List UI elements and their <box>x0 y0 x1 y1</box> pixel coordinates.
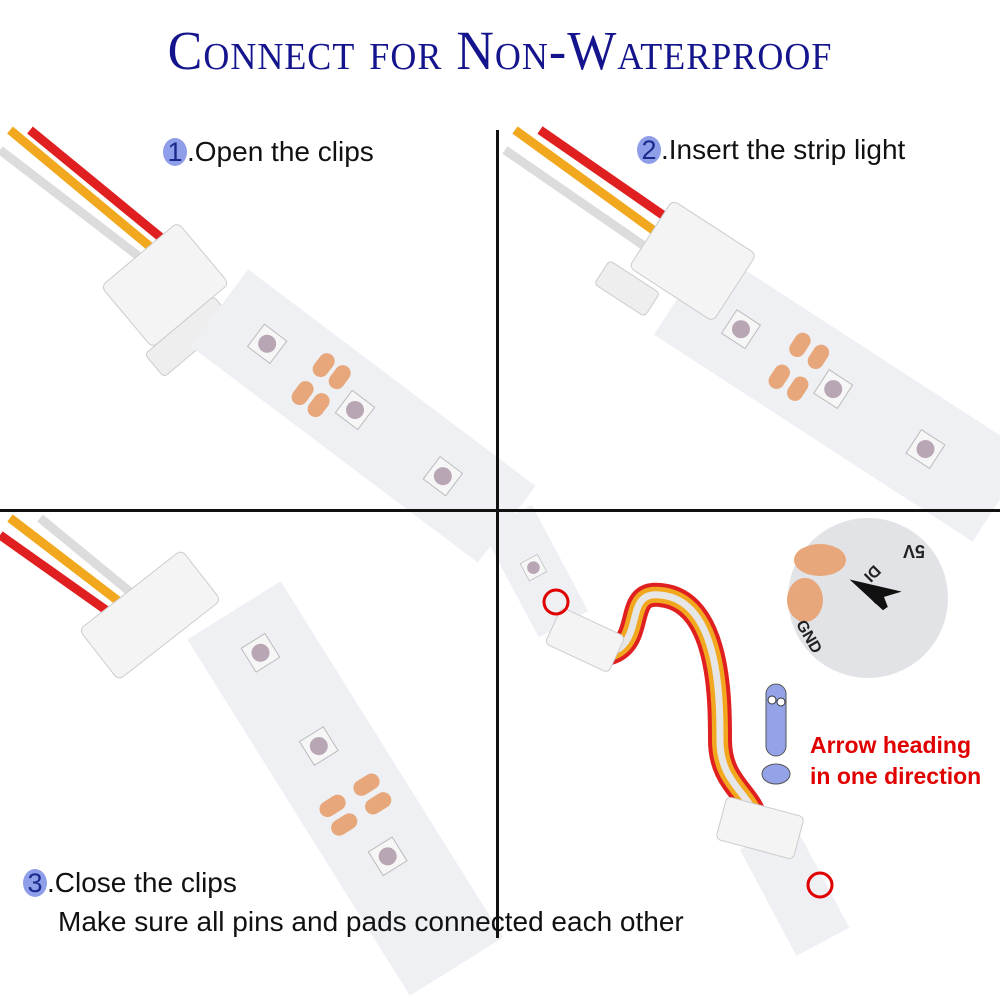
warning-line-1: Arrow heading <box>810 732 972 758</box>
step-number-badge: 3 <box>23 869 47 897</box>
clip-closed <box>81 551 219 679</box>
divider-horizontal <box>0 509 1000 512</box>
exclamation-mascot-icon <box>761 683 791 785</box>
led-strip-panel-4-bottom <box>740 821 850 956</box>
page-title: Connect for Non-Waterproof <box>167 21 833 82</box>
led-strip-panel-4-top <box>482 505 589 638</box>
step-2-label: 2.Insert the strip light <box>637 134 905 166</box>
step-text: .Insert the strip light <box>661 134 906 165</box>
step-1-label: 1.Open the clips <box>163 136 374 168</box>
warning-line-2: in one direction <box>810 763 982 789</box>
wires-panel-1 <box>0 126 173 269</box>
direction-arrow-icon <box>849 579 902 611</box>
highlight-circle-top <box>542 588 570 616</box>
led-strip-panel-3 <box>187 581 504 996</box>
wires-panel-2 <box>502 126 673 254</box>
led-strip-panel-2 <box>653 247 1000 542</box>
direction-warning: Arrow heading in one direction <box>810 730 981 792</box>
wires-panel-3 <box>0 514 143 624</box>
step-text: .Close the clips <box>47 867 237 898</box>
magnified-pad-detail: 5V DI GND <box>787 518 948 678</box>
clip-jumper-top <box>545 608 625 672</box>
pad-label-5v: 5V <box>903 541 925 561</box>
clip-insert <box>595 201 755 320</box>
clip-jumper-bottom <box>716 797 804 859</box>
highlight-circle-bottom <box>806 871 834 899</box>
step-3-label: 3.Close the clips <box>23 867 237 899</box>
led-strip-panel-1 <box>190 269 536 563</box>
step-number-badge: 2 <box>637 136 661 164</box>
step-number-badge: 1 <box>163 138 187 166</box>
divider-vertical <box>496 130 499 938</box>
instruction-note: Make sure all pins and pads connected ea… <box>58 906 684 937</box>
step-text: .Open the clips <box>187 136 374 167</box>
